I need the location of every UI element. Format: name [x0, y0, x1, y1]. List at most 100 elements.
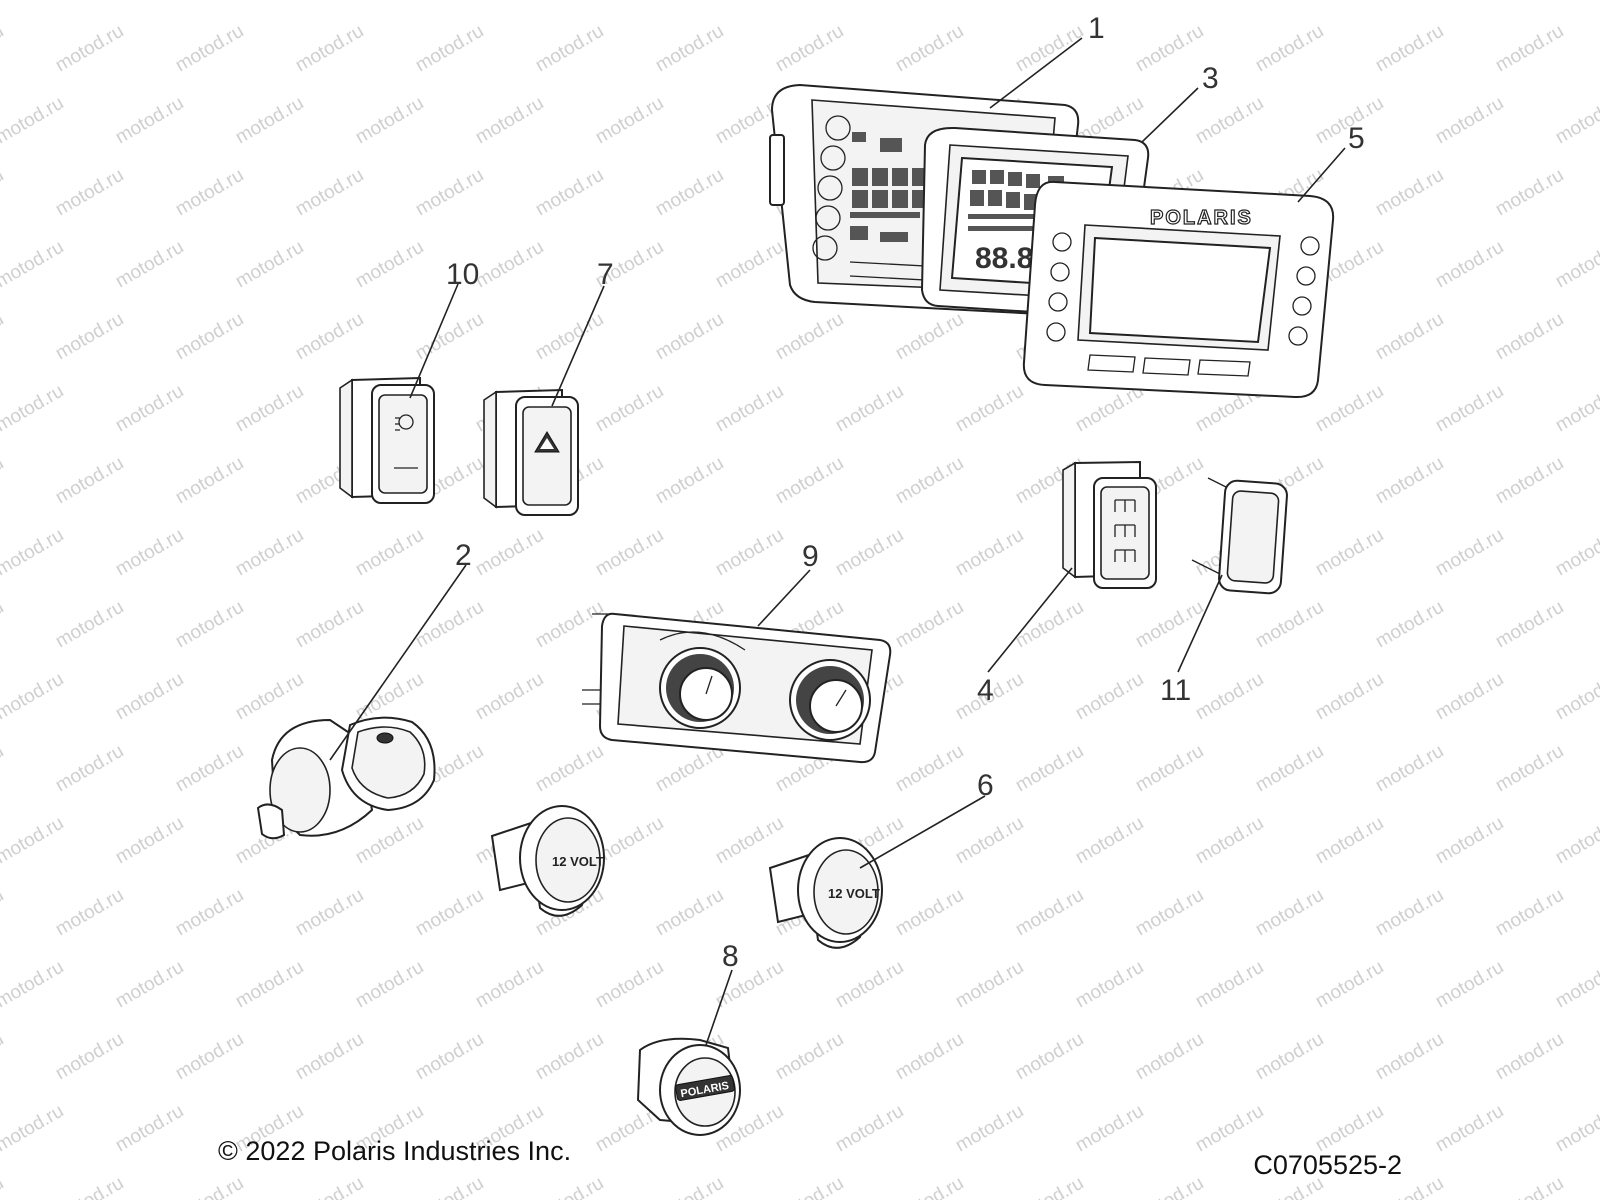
callout-9: 9 — [802, 540, 819, 573]
watermark-text: motod.ru — [1312, 525, 1387, 581]
watermark-text: motod.ru — [892, 1173, 967, 1200]
watermark-text: motod.ru — [172, 1029, 247, 1085]
callout-labels: 1 2 3 4 5 6 7 8 9 10 11 — [446, 12, 1365, 973]
watermark-text: motod.ru — [1252, 21, 1327, 77]
display-digits: 88.8 — [975, 242, 1033, 275]
watermark-text: motod.ru — [352, 93, 427, 149]
watermark-text: motod.ru — [172, 885, 247, 941]
watermark-text: motod.ru — [0, 741, 7, 797]
watermark-text: motod.ru — [1312, 813, 1387, 869]
watermark-text: motod.ru — [892, 597, 967, 653]
watermark-text: motod.ru — [1552, 1101, 1600, 1157]
watermark-text: motod.ru — [352, 237, 427, 293]
leader-lines — [329, 37, 1346, 1046]
watermark-text: motod.ru — [52, 21, 127, 77]
watermark-text: motod.ru — [472, 93, 547, 149]
watermark-text: motod.ru — [952, 525, 1027, 581]
watermark-text: motod.ru — [652, 453, 727, 509]
watermark-text: motod.ru — [232, 381, 307, 437]
watermark-text: motod.ru — [52, 741, 127, 797]
watermark-text: motod.ru — [1372, 597, 1447, 653]
watermark-text: motod.ru — [532, 1173, 607, 1200]
watermark-text: motod.ru — [1432, 381, 1507, 437]
watermark-text: motod.ru — [892, 885, 967, 941]
watermark-text: motod.ru — [532, 1029, 607, 1085]
watermark-text: motod.ru — [1492, 453, 1567, 509]
watermark-text: motod.ru — [592, 381, 667, 437]
watermark-text: motod.ru — [292, 21, 367, 77]
watermark-text: motod.ru — [1072, 957, 1147, 1013]
watermark-text: motod.ru — [1132, 1173, 1207, 1200]
watermark-text: motod.ru — [652, 309, 727, 365]
watermark-text: motod.ru — [1132, 741, 1207, 797]
watermark-text: motod.ru — [1012, 741, 1087, 797]
callout-6: 6 — [977, 769, 994, 802]
watermark-text: motod.ru — [172, 309, 247, 365]
watermark-text: motod.ru — [1012, 21, 1087, 77]
watermark-text: motod.ru — [232, 0, 307, 4]
callout-10: 10 — [446, 258, 479, 291]
figure-code: C0705525-2 — [1253, 1150, 1402, 1180]
watermark-text: motod.ru — [52, 165, 127, 221]
watermark-text: motod.ru — [52, 453, 127, 509]
watermark-text: motod.ru — [0, 21, 7, 77]
watermark-text: motod.ru — [52, 1029, 127, 1085]
watermark-text: motod.ru — [0, 0, 67, 4]
watermark-text: motod.ru — [52, 309, 127, 365]
watermark-text: motod.ru — [1552, 93, 1600, 149]
watermark-text: motod.ru — [0, 597, 7, 653]
watermark-text: motod.ru — [892, 1029, 967, 1085]
watermark-text: motod.ru — [112, 93, 187, 149]
watermark-text: motod.ru — [1192, 813, 1267, 869]
watermark-text: motod.ru — [1432, 0, 1507, 4]
watermark-text: motod.ru — [592, 0, 667, 4]
watermark-text: motod.ru — [52, 597, 127, 653]
watermark-text: motod.ru — [652, 885, 727, 941]
watermark-text: motod.ru — [1372, 21, 1447, 77]
watermark-text: motod.ru — [592, 525, 667, 581]
watermark-text: motod.ru — [532, 165, 607, 221]
watermark-text: motod.ru — [1312, 669, 1387, 725]
watermark-text: motod.ru — [112, 669, 187, 725]
watermark-text: motod.ru — [1552, 669, 1600, 725]
watermark-text: motod.ru — [1432, 93, 1507, 149]
watermark-text: motod.ru — [412, 165, 487, 221]
watermark-text: motod.ru — [172, 741, 247, 797]
watermark-text: motod.ru — [412, 597, 487, 653]
watermark-text: motod.ru — [1252, 1029, 1327, 1085]
watermark-text: motod.ru — [1492, 597, 1567, 653]
watermark-text: motod.ru — [1432, 525, 1507, 581]
watermark-text: motod.ru — [1192, 0, 1267, 4]
watermark-text: motod.ru — [52, 1173, 127, 1200]
watermark-text: motod.ru — [472, 0, 547, 4]
watermark-text: motod.ru — [412, 885, 487, 941]
watermark-text: motod.ru — [1012, 1029, 1087, 1085]
watermark-text: motod.ru — [112, 0, 187, 4]
watermark-text: motod.ru — [172, 597, 247, 653]
watermark-text: motod.ru — [172, 453, 247, 509]
watermark-text: motod.ru — [952, 381, 1027, 437]
watermark-text: motod.ru — [1432, 669, 1507, 725]
watermark-text: motod.ru — [472, 525, 547, 581]
watermark-text: motod.ru — [652, 21, 727, 77]
watermark-text: motod.ru — [352, 813, 427, 869]
watermark-text: motod.ru — [0, 381, 67, 437]
part-4-drive-mode-switch — [1062, 460, 1157, 589]
watermark-text: motod.ru — [1552, 525, 1600, 581]
watermark-text: motod.ru — [892, 453, 967, 509]
watermark-text: motod.ru — [1312, 957, 1387, 1013]
watermark-text: motod.ru — [0, 1173, 7, 1200]
watermark-text: motod.ru — [892, 21, 967, 77]
watermark-text: motod.ru — [112, 813, 187, 869]
watermark-text: motod.ru — [52, 885, 127, 941]
watermark-text: motod.ru — [112, 237, 187, 293]
callout-2: 2 — [455, 539, 472, 572]
watermark-text: motod.ru — [112, 957, 187, 1013]
watermark-text: motod.ru — [1312, 381, 1387, 437]
watermark-text: motod.ru — [892, 741, 967, 797]
watermark-text: motod.ru — [1372, 453, 1447, 509]
watermark-text: motod.ru — [1072, 1101, 1147, 1157]
watermark-text: motod.ru — [1552, 0, 1600, 4]
callout-1: 1 — [1088, 12, 1105, 45]
watermark-text: motod.ru — [352, 669, 427, 725]
